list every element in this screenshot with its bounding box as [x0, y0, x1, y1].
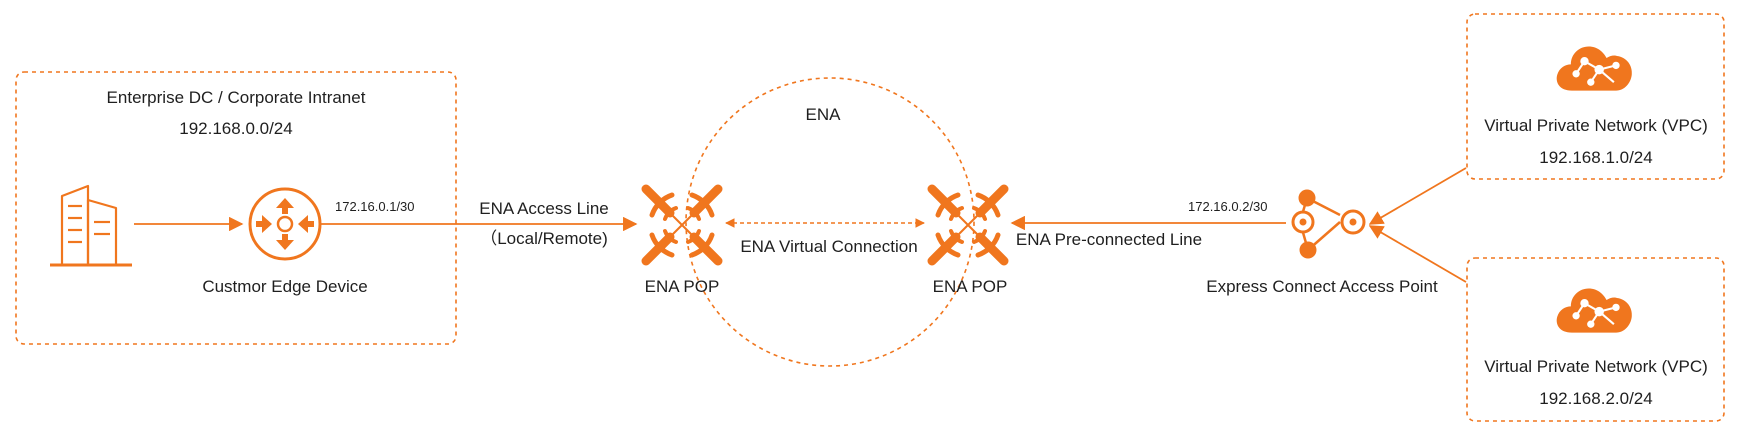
- pop-left-label: ENA POP: [645, 277, 720, 296]
- ena-preconnected-line-label: ENA Pre-connected Line: [1016, 230, 1202, 249]
- vpc-2-box: [1466, 257, 1725, 422]
- router-interface-ip: 172.16.0.1/30: [335, 199, 415, 214]
- enterprise-dc-box: [15, 71, 457, 345]
- pop-left-icon: [646, 189, 718, 261]
- pop-right-icon: [932, 189, 1004, 261]
- router-icon: [248, 187, 322, 261]
- ena-region-circle: [685, 77, 975, 367]
- vpc-1-label: Virtual Private Network (VPC): [1484, 116, 1708, 135]
- ena-access-line-sub: （Local/Remote): [480, 229, 608, 248]
- vpc-2-link: [1368, 225, 1467, 283]
- vpc-2-group: Virtual Private Network (VPC) 192.168.2.…: [1466, 257, 1725, 422]
- cloud-icon: [1555, 287, 1633, 334]
- pop-right-label: ENA POP: [933, 277, 1008, 296]
- access-point-icon: [1291, 189, 1366, 259]
- cloud-icon: [1555, 45, 1633, 92]
- vpc-1-link: [1368, 167, 1467, 225]
- vpc-1-cidr: 192.168.1.0/24: [1539, 148, 1652, 167]
- router-label: Custmor Edge Device: [202, 277, 367, 296]
- ena-virtual-connection-label: ENA Virtual Connection: [740, 237, 917, 256]
- vpc-1-box: [1466, 13, 1725, 180]
- access-point-label: Express Connect Access Point: [1206, 277, 1438, 296]
- ena-region-label: ENA: [806, 105, 842, 124]
- enterprise-dc-group: Enterprise DC / Corporate Intranet 192.1…: [15, 71, 457, 345]
- vpc-1-group: Virtual Private Network (VPC) 192.168.1.…: [1466, 13, 1725, 180]
- express-connect-interface-ip: 172.16.0.2/30: [1188, 199, 1268, 214]
- vpc-2-label: Virtual Private Network (VPC): [1484, 357, 1708, 376]
- ena-access-line-label: ENA Access Line: [479, 199, 608, 218]
- enterprise-dc-cidr: 192.168.0.0/24: [179, 119, 292, 138]
- vpc-2-cidr: 192.168.2.0/24: [1539, 389, 1652, 408]
- office-building-icon: [50, 184, 132, 267]
- enterprise-dc-title: Enterprise DC / Corporate Intranet: [107, 88, 366, 107]
